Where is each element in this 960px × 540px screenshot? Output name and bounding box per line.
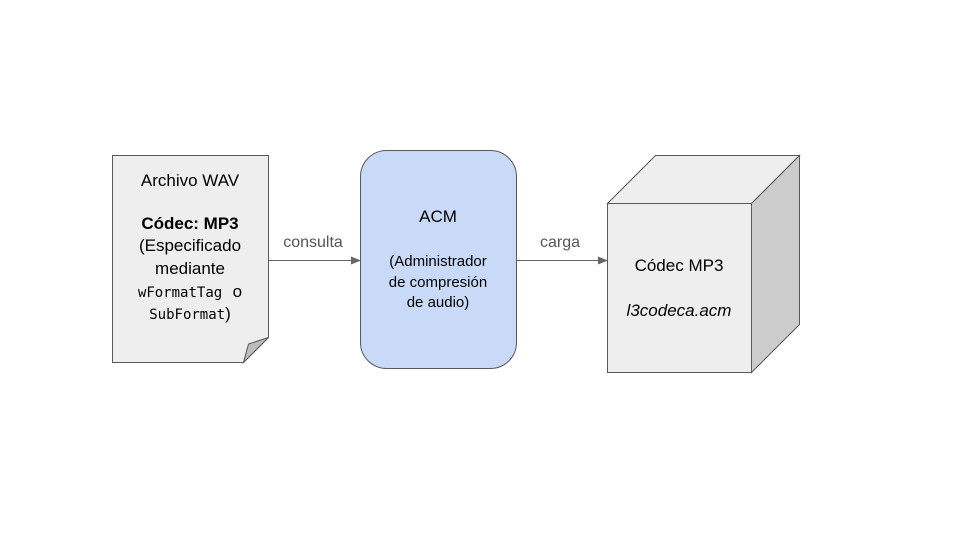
acm-node[interactable]: ACM (Administrador de compresión de audi…: [360, 150, 517, 369]
codec-node[interactable]: Códec MP3 l3codeca.acm: [606, 154, 801, 374]
acm-title: ACM: [419, 207, 457, 226]
wav-title: Archivo WAV: [141, 171, 240, 190]
close-paren: ): [225, 304, 231, 323]
wav-line2: mediante: [155, 259, 225, 278]
codec-filename: l3codeca.acm: [627, 301, 732, 320]
wav-line4: SubFormat): [149, 304, 231, 323]
edge-consulta: consulta: [268, 234, 361, 265]
cube-front: [607, 203, 752, 373]
acm-line1: (Administrador: [389, 253, 487, 270]
conjunction: o: [233, 282, 242, 301]
wav-line1: (Especificado: [139, 236, 241, 255]
wformattag-code: wFormatTag: [138, 285, 222, 301]
carga-label: carga: [540, 234, 580, 251]
codec-title: Códec MP3: [635, 256, 724, 275]
wav-file-node[interactable]: Archivo WAV Códec: MP3 (Especificado med…: [112, 155, 269, 365]
folded-corner-icon: [242, 337, 269, 365]
acm-line2: de compresión: [389, 274, 487, 291]
wav-codec-label: Códec: MP3: [141, 214, 238, 233]
edge-carga: carga: [516, 234, 608, 265]
acm-line3: de audio): [407, 294, 470, 311]
consulta-label: consulta: [283, 234, 343, 251]
subformat-code: SubFormat: [149, 307, 225, 323]
wav-line3: wFormatTag o: [138, 282, 242, 301]
acm-box: [360, 150, 517, 369]
